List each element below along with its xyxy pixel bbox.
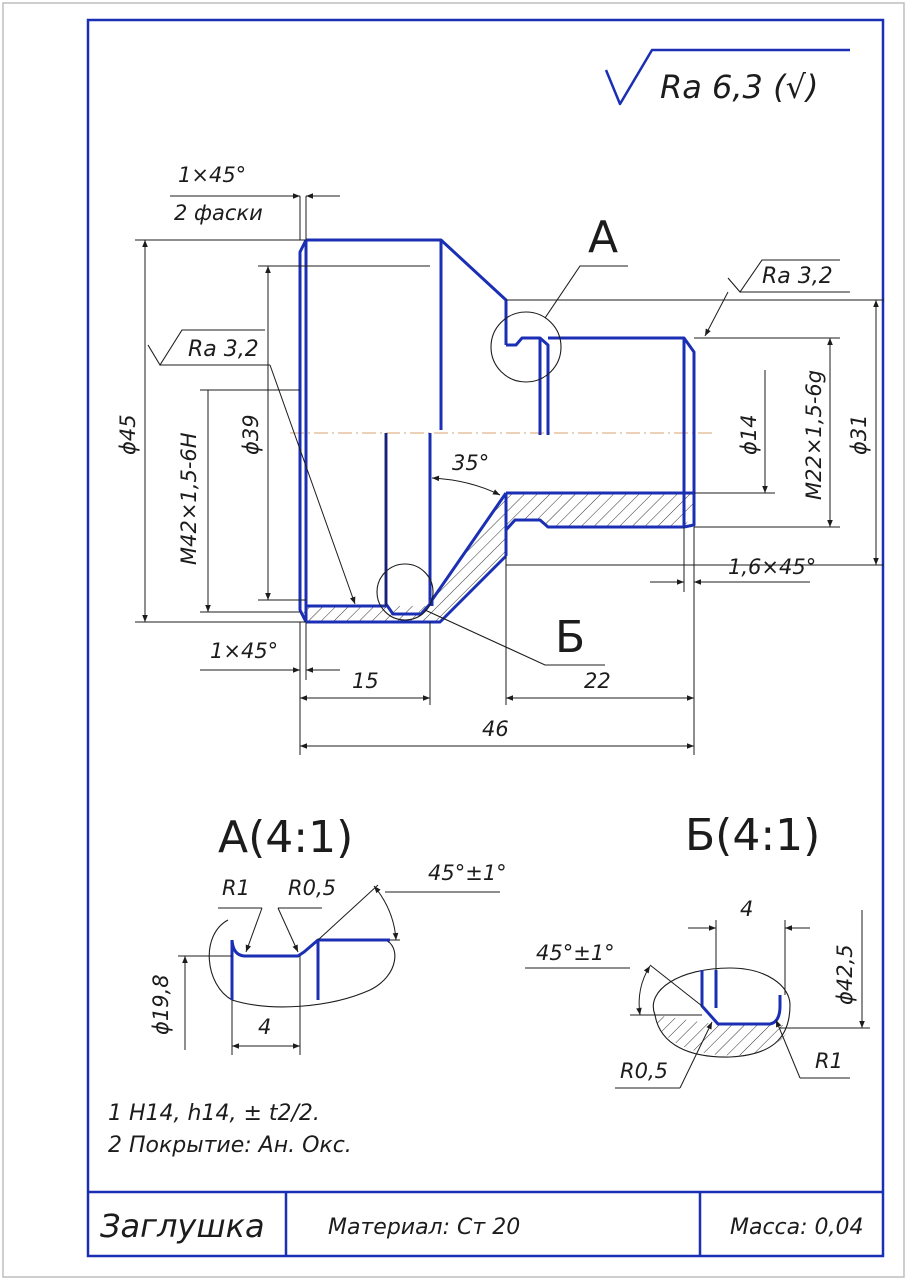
part-outline — [298, 238, 696, 624]
dim-len15: 15 — [299, 622, 431, 755]
section-hatch — [300, 493, 694, 622]
m42-text: M42×1,5-6H — [177, 432, 201, 565]
len22-text: 22 — [584, 669, 611, 693]
chamfer-top-note: 2 фаски — [174, 201, 263, 225]
dim-chamfer-bottom: 1×45° — [200, 622, 340, 680]
dim-phi45: ϕ45 — [116, 239, 306, 623]
title-block-material: Материал: Ст 20 — [328, 1215, 520, 1240]
detail-a-diam: ϕ19,8 — [149, 974, 173, 1035]
len15-text: 15 — [352, 669, 379, 693]
dim-angle35: 35° — [431, 451, 501, 496]
detail-a-r05: R0,5 — [288, 876, 336, 900]
detail-a-width: 4 — [258, 1015, 271, 1039]
len46-text: 46 — [482, 717, 509, 741]
chamfer-top-text: 1×45° — [178, 163, 246, 187]
drawing-frame — [86, 18, 885, 1258]
label-a: А — [588, 212, 618, 263]
chamfer-top-annotation: 1×45° 2 фаски — [170, 163, 340, 240]
phi39-text: ϕ39 — [239, 414, 263, 455]
detail-b-r1: R1 — [815, 1049, 843, 1073]
detail-b-diam: ϕ42,5 — [833, 944, 857, 1005]
phi31-text: ϕ31 — [847, 414, 871, 455]
roughness-general: Ra 6,3 (√) — [604, 48, 850, 106]
detail-b-angle: 45°±1° — [536, 941, 615, 965]
detail-b-hatch — [655, 1015, 790, 1056]
dim-len46: 46 — [300, 717, 694, 749]
detail-a-angle: 45°±1° — [428, 861, 507, 885]
detail-b: Б(4:1) 4 45°±1° ϕ42,5 R0,5 R1 — [525, 810, 870, 1089]
title-block-name: Заглушка — [100, 1207, 265, 1245]
phi45-text: ϕ45 — [116, 414, 140, 455]
chamfer-bottom-text: 1×45° — [210, 639, 278, 663]
note-line-2: 2 Покрытие: Ан. Окс. — [108, 1133, 352, 1158]
phi14-text: ϕ14 — [737, 414, 761, 455]
note-line-1: 1 H14, h14, ± t2/2. — [108, 1101, 320, 1126]
dim-chamfer-right: 1,6×45° — [650, 527, 816, 592]
dim-phi31: ϕ31 — [506, 299, 884, 566]
dim-phi14: ϕ14 — [694, 370, 775, 494]
detail-b-title: Б(4:1) — [685, 810, 820, 861]
detail-circle-a — [490, 311, 562, 383]
roughness-left: Ra 3,2 — [147, 329, 356, 605]
angle35-text: 35° — [452, 451, 489, 475]
dim-m42: M42×1,5-6H — [177, 389, 300, 613]
detail-circle-b — [376, 563, 434, 621]
dim-phi39: ϕ39 — [239, 265, 306, 601]
detail-b-r05: R0,5 — [620, 1059, 668, 1083]
m22-text: M22×1,5-6g — [802, 370, 826, 500]
detail-b-width: 4 — [740, 897, 753, 921]
roughness-right-text: Ra 3,2 — [762, 264, 833, 289]
chamfer-right-text: 1,6×45° — [728, 555, 816, 579]
title-block-mass: Масса: 0,04 — [730, 1215, 864, 1240]
dim-m22: M22×1,5-6g — [694, 337, 840, 528]
detail-a: А(4:1) R1 R0,5 45°±1° ϕ19,8 4 — [149, 812, 507, 1055]
title-block: Заглушка Материал: Ст 20 Масса: 0,04 — [88, 1190, 883, 1256]
dim-len22: 22 — [505, 556, 695, 755]
detail-a-title: А(4:1) — [218, 812, 353, 863]
label-b: Б — [555, 612, 585, 663]
detail-a-r1: R1 — [222, 876, 250, 900]
roughness-right: Ra 3,2 — [704, 259, 850, 337]
roughness-left-text: Ra 3,2 — [188, 337, 259, 362]
roughness-general-text: Ra 6,3 (√) — [660, 68, 818, 106]
